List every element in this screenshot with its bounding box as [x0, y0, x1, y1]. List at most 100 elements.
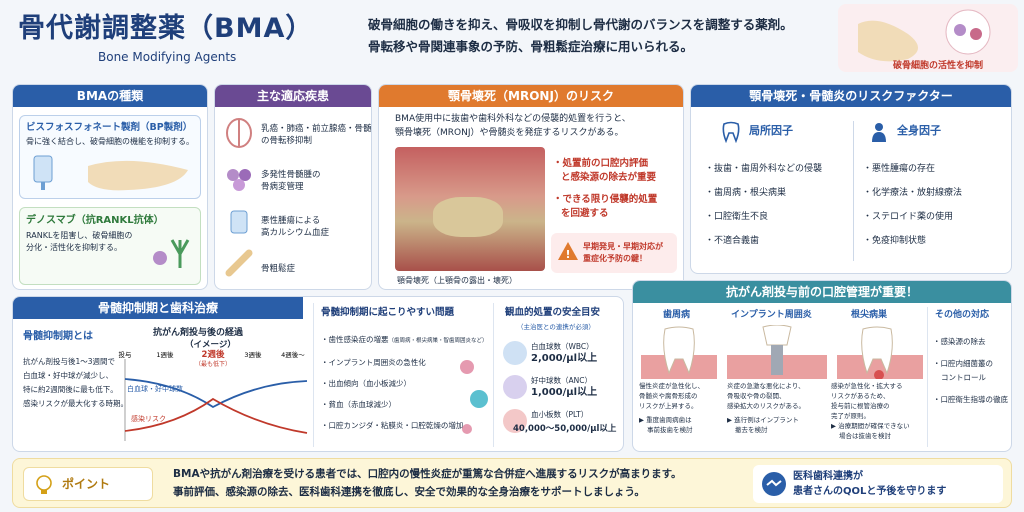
point-label-box: ポイント [23, 467, 153, 501]
oral-title: 抗がん剤投与前の口腔管理が重要！ [633, 281, 1011, 303]
bone-cell-icon [858, 9, 991, 62]
antibody-icon [153, 239, 190, 268]
indications-card: 主な適応疾患 乳癌・肺癌・前立腺癌・骨髄の骨転移抑制 多発性骨髄腫の骨病変管理 … [214, 84, 372, 290]
wbc-name: 白血球数（WBC） [531, 342, 594, 351]
header-badge: 破骨細胞の活性を抑制 [893, 61, 984, 71]
chart-title-note: （イメージ） [185, 340, 236, 350]
periodontal-text: 慢性炎症が急性化し、骨髄炎や腐骨形成のリスクが上昇する。 ▶ 重度歯周病歯は事前… [639, 382, 704, 434]
apical-tooth-icon [837, 326, 923, 379]
risk-label: 感染リスク [131, 414, 166, 423]
anc-icon [503, 375, 527, 399]
systemic-factors-title: 全身因子 [897, 124, 941, 137]
dmab-desc-2: 分化・活性化を抑制する。 [26, 243, 122, 252]
risk-curve [124, 397, 308, 434]
footer-message: BMAや抗がん剤治療を受ける患者では、口腔内の慢性炎症が重篤な合併症へ進展するリ… [173, 468, 682, 498]
implant-text: 炎症の急激な悪化により、骨吸収や骨の裂開、感染拡大のリスクがある。 ▶ 進行例は… [727, 382, 805, 434]
indication-4: 骨粗鬆症 [261, 264, 296, 274]
tooth-icon [722, 121, 740, 143]
marrow-what-title: 骨髄抑制期とは [23, 331, 93, 342]
mronj-point-1: ・処置前の口腔内評価と感染源の除去が重要 [553, 158, 657, 183]
footer-point: ポイント BMAや抗がん剤治療を受ける患者では、口腔内の慢性炎症が重篤な合併症へ… [12, 458, 1012, 508]
local-factors-list: ・抜歯・歯周外科などの侵襲・歯周病・根尖病巣・口腔衛生不良・不適合義歯 [705, 164, 823, 246]
handshake-icon [762, 472, 786, 496]
tick-2: 2週後 [202, 349, 225, 360]
bma-types-card: BMAの種類 ビスフォスフォネート製剤（BP製剤） 骨に強く結合し、破骨細胞の機… [12, 84, 208, 290]
implant-title: インプラント周囲炎 [731, 310, 812, 320]
indication-icons [225, 118, 253, 277]
indication-1: 乳癌・肺癌・前立腺癌・骨髄の骨転移抑制 [261, 124, 372, 146]
other-actions-list: ・感染源の除去・口腔内細菌叢のコントロール・口腔衛生指導の徹底 [933, 337, 1008, 404]
marrow-card: 骨髄抑制期と歯科治療 骨髄抑制期とは 抗がん剤投与後1〜3週間で白血球・好中球が… [12, 296, 624, 452]
tooth-illustrations [641, 325, 923, 379]
osteoclast-illustration [838, 4, 1018, 72]
marrow-title: 骨髄抑制期と歯科治療 [13, 297, 303, 319]
iv-bag-icon [33, 155, 188, 191]
plt-value: 40,000〜50,000/μl以上 [513, 424, 617, 434]
periodontal-tooth-icon [641, 326, 717, 379]
indications-title: 主な適応疾患 [215, 85, 371, 107]
mronj-photo [395, 147, 545, 271]
systemic-factors-list: ・悪性腫瘍の存在・化学療法・放射線療法・ステロイド薬の使用・免疫抑制状態 [863, 164, 963, 246]
warning-icon: ! [558, 242, 578, 261]
dmab-desc-1: RANKLを阻害し、破骨細胞の [26, 231, 133, 240]
iv-icon [230, 210, 248, 234]
chart-title: 抗がん剤投与後の経過 [153, 328, 244, 338]
cells-icon [227, 169, 251, 191]
plt-name: 血小板数（PLT） [531, 410, 589, 419]
tick-1: 1週後 [156, 350, 174, 359]
guide-title: 観血的処置の安全目安 [505, 307, 601, 318]
wbc-label: 白血球・好中球数 [127, 384, 183, 393]
ribcage-icon [226, 118, 252, 148]
oral-management-card: 抗がん剤投与前の口腔管理が重要！ 歯周病 インプラント周囲炎 根尖病巣 その他の… [632, 280, 1012, 452]
bp-title: ビスフォスフォネート製剤（BP製剤） [26, 122, 193, 133]
header-description: 破骨細胞の働きを抑え、骨吸収を抑制し骨代謝のバランスを調整する薬剤。 骨転移や骨… [368, 17, 793, 54]
apical-title: 根尖病巣 [851, 310, 888, 320]
page-subtitle: Bone Modifying Agents [98, 50, 237, 64]
risk-factors-card: 顎骨壊死・骨髄炎のリスクファクター 局所因子 ・抜歯・歯周外科などの侵襲・歯周病… [690, 84, 1012, 274]
collaboration-text: 医科歯科連携が患者さんのQOLと予後を守ります [793, 471, 947, 497]
plt-icon [503, 409, 527, 433]
bone-icon [225, 249, 253, 277]
nadir-note: （最も低下） [195, 360, 231, 368]
indication-2: 多発性骨髄腫の骨病変管理 [261, 170, 321, 192]
dmab-box: デノスマブ（抗RANKL抗体） RANKLを阻害し、破骨細胞の 分化・活性化を抑… [19, 207, 201, 285]
wbc-icon [503, 341, 527, 365]
bp-desc: 骨に強く結合し、破骨細胞の機能を抑制する。 [26, 137, 194, 146]
tick-0: 投与 [119, 350, 132, 359]
mronj-card: 顎骨壊死（MRONJ）のリスク BMA使用中に抜歯や歯科外科などの侵襲的処置を行… [378, 84, 684, 290]
problems-title: 骨髄抑制期に起こりやすい問題 [321, 307, 455, 318]
bma-types-title: BMAの種類 [13, 85, 207, 107]
tick-3: 3週後 [244, 350, 262, 359]
local-factors-title: 局所因子 [749, 124, 793, 137]
mronj-desc-2: 顎骨壊死（MRONJ）や骨髄炎を発症するリスクがある。 [395, 128, 624, 138]
marrow-chart: 投与 1週後 2週後 （最も低下） 3週後 4週後〜 白血球・好中球数 感染リス… [119, 349, 308, 441]
indication-3: 悪性腫瘍による高カルシウム血症 [261, 216, 330, 238]
mronj-desc-1: BMA使用中に抜歯や歯科外科などの侵襲的処置を行うと、 [395, 114, 631, 124]
page-title: 骨代謝調整薬（BMA） [18, 13, 314, 44]
bp-box: ビスフォスフォネート製剤（BP製剤） 骨に強く結合し、破骨細胞の機能を抑制する。 [19, 115, 201, 199]
dmab-title: デノスマブ（抗RANKL抗体） [26, 215, 164, 226]
marrow-what-text: 抗がん剤投与後1〜3週間で白血球・好中球が減少し、特に約2週間後に最も低下。感染… [23, 357, 128, 408]
risk-title: 顎骨壊死・骨髄炎のリスクファクター [691, 85, 1011, 107]
lightbulb-icon [36, 475, 52, 494]
wbc-value: 2,000/μl以上 [531, 353, 598, 364]
germ-icons [460, 360, 488, 434]
tick-4: 4週後〜 [281, 350, 305, 359]
collaboration-box: 医科歯科連携が患者さんのQOLと予後を守ります [753, 465, 1003, 503]
wbc-curve [124, 378, 308, 409]
anc-value: 1,000/μl以上 [531, 387, 598, 398]
problems-list: ・歯性感染症の増悪（歯周病・根尖病巣・智歯周囲炎など） ・インプラント周囲炎の急… [321, 335, 488, 430]
anc-name: 好中球数（ANC） [531, 376, 592, 385]
guide-sub: （主治医との連携が必須） [517, 323, 595, 331]
mronj-point-2: ・できる限り侵襲的処置を回避する [553, 194, 658, 219]
svg-text:!: ! [565, 248, 570, 261]
person-icon [872, 123, 886, 142]
mronj-title: 顎骨壊死（MRONJ）のリスク [379, 85, 683, 107]
other-title: その他の対応 [935, 310, 990, 320]
point-label: ポイント [62, 477, 111, 491]
implant-tooth-icon [727, 325, 827, 379]
mronj-caption: 顎骨壊死（上顎骨の露出・壊死） [397, 276, 517, 285]
periodontal-title: 歯周病 [663, 310, 691, 320]
warning-note: ! 早期発見・早期対応が 重症化予防の鍵！ [551, 233, 677, 273]
apical-text: 感染が急性化・拡大するリスクがあるため、投与前に根管治療の完了が原則。 ▶ 治療… [831, 382, 910, 440]
